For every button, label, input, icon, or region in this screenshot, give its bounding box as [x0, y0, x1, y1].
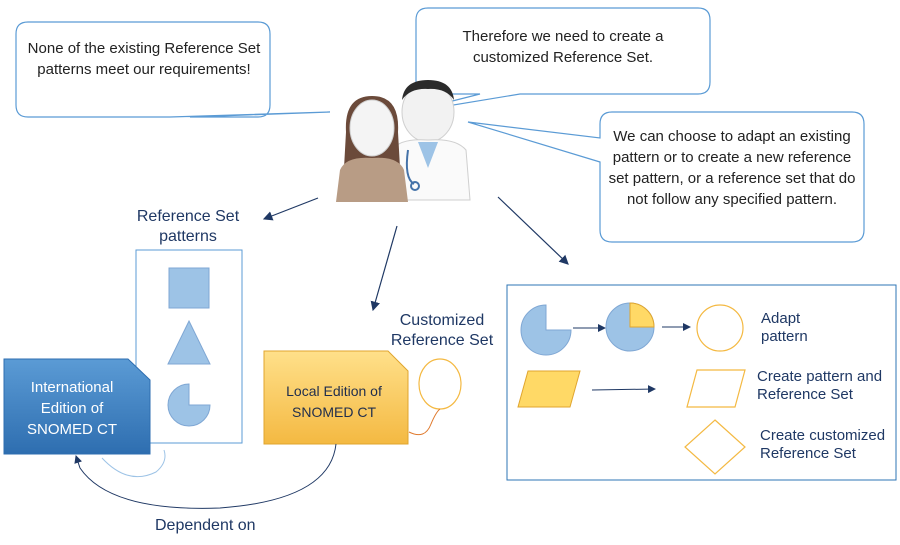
arrow-to-options	[497, 196, 569, 265]
adapt-pattern-label: Adapt pattern	[761, 310, 808, 345]
square-shape	[168, 267, 210, 309]
adapted-pattern-circle	[696, 304, 744, 352]
arrow-create	[591, 385, 656, 394]
speech-bubble-top	[404, 7, 711, 114]
create-pattern-label: Create pattern and Reference Set	[757, 368, 883, 403]
create-customized-label: Create customized Reference Set	[760, 427, 886, 462]
arrow-to-patterns	[262, 197, 319, 221]
people-icon	[336, 80, 471, 202]
speech-bubble-right	[467, 111, 865, 243]
bubble-left-text: None of the existing Reference Set patte…	[27, 40, 261, 78]
international-edition-label: International Edition of SNOMED CT	[27, 379, 117, 438]
speech-bubble-left	[15, 21, 331, 118]
pie-blue-icon	[520, 304, 572, 356]
parallelogram-orange-icon	[517, 370, 581, 408]
dependent-on-label: Dependent on	[155, 517, 256, 534]
bubble-top-text: Therefore we need to create a customized…	[462, 28, 664, 66]
local-edition-doc	[263, 350, 409, 445]
patterns-title: Reference Set patterns	[136, 208, 240, 245]
international-edition-doc	[3, 358, 151, 455]
bubble-right-text: We can choose to adapt an existing patte…	[608, 128, 856, 208]
parallelogram-outline-icon	[686, 369, 746, 408]
pie-shape	[167, 383, 211, 427]
arrow-to-local	[370, 225, 398, 312]
customized-set-circle	[418, 358, 462, 410]
local-edition-label: Local Edition of SNOMED CT	[286, 383, 382, 420]
customized-set-label: Customized Reference Set	[390, 312, 494, 349]
triangle-shape	[167, 319, 211, 365]
diamond-outline-icon	[684, 419, 746, 475]
dependent-on-arrow	[74, 443, 337, 509]
